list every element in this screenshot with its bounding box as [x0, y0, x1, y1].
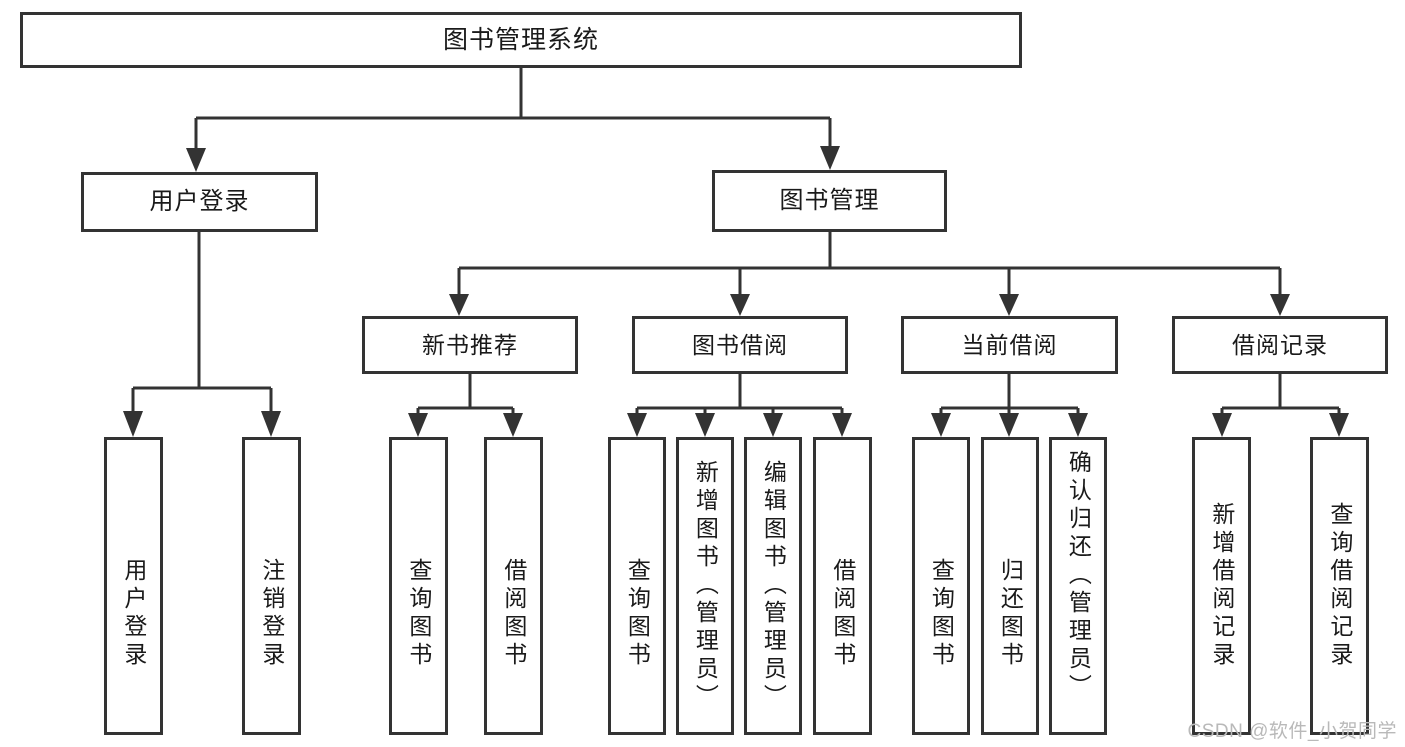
leaf-borrow-book-recommend-label: 借阅图书 — [500, 558, 527, 670]
node-book-management[interactable]: 图书管理 — [712, 170, 947, 232]
leaf-user-login-label: 用户登录 — [120, 558, 147, 670]
leaf-query-book-recommend-label: 查询图书 — [405, 558, 432, 670]
leaf-edit-book-admin-label: 编辑图书（管理员） — [760, 460, 787, 712]
leaf-confirm-return-admin[interactable]: 确认归还（管理员） — [1049, 437, 1107, 735]
leaf-borrow-book[interactable]: 借阅图书 — [813, 437, 872, 735]
node-current-borrow[interactable]: 当前借阅 — [901, 316, 1118, 374]
node-user-login[interactable]: 用户登录 — [81, 172, 318, 232]
leaf-add-book-admin-label: 新增图书（管理员） — [692, 460, 719, 712]
node-user-login-label: 用户登录 — [149, 188, 250, 216]
leaf-query-book-current[interactable]: 查询图书 — [912, 437, 970, 735]
leaf-borrow-book-recommend[interactable]: 借阅图书 — [484, 437, 543, 735]
leaf-return-book[interactable]: 归还图书 — [981, 437, 1039, 735]
leaf-return-book-label: 归还图书 — [997, 558, 1024, 670]
leaf-add-borrow-record[interactable]: 新增借阅记录 — [1192, 437, 1251, 735]
leaf-query-book-current-label: 查询图书 — [928, 558, 955, 670]
leaf-add-book-admin[interactable]: 新增图书（管理员） — [676, 437, 734, 735]
node-root[interactable]: 图书管理系统 — [20, 12, 1022, 68]
node-book-borrow[interactable]: 图书借阅 — [632, 316, 848, 374]
leaf-borrow-book-label: 借阅图书 — [829, 558, 856, 670]
leaf-logout[interactable]: 注销登录 — [242, 437, 301, 735]
leaf-query-book-borrow-label: 查询图书 — [624, 558, 651, 670]
leaf-confirm-return-admin-label: 确认归还（管理员） — [1065, 450, 1092, 702]
leaf-query-book-borrow[interactable]: 查询图书 — [608, 437, 666, 735]
leaf-query-borrow-record-label: 查询借阅记录 — [1326, 502, 1353, 670]
node-book-management-label: 图书管理 — [779, 187, 880, 215]
leaf-query-borrow-record[interactable]: 查询借阅记录 — [1310, 437, 1369, 735]
csdn-watermark: CSDN @软件_小贺同学 — [1187, 721, 1397, 742]
node-root-label: 图书管理系统 — [442, 25, 599, 54]
node-borrow-record-label: 借阅记录 — [1232, 331, 1328, 358]
leaf-query-book-recommend[interactable]: 查询图书 — [389, 437, 448, 735]
node-borrow-record[interactable]: 借阅记录 — [1172, 316, 1388, 374]
node-book-borrow-label: 图书借阅 — [692, 331, 788, 358]
leaf-add-borrow-record-label: 新增借阅记录 — [1208, 502, 1235, 670]
leaf-user-login[interactable]: 用户登录 — [104, 437, 163, 735]
leaf-edit-book-admin[interactable]: 编辑图书（管理员） — [744, 437, 802, 735]
leaf-logout-label: 注销登录 — [258, 558, 285, 670]
node-new-book-recommend[interactable]: 新书推荐 — [362, 316, 578, 374]
node-current-borrow-label: 当前借阅 — [961, 331, 1058, 358]
node-new-book-recommend-label: 新书推荐 — [422, 331, 518, 358]
